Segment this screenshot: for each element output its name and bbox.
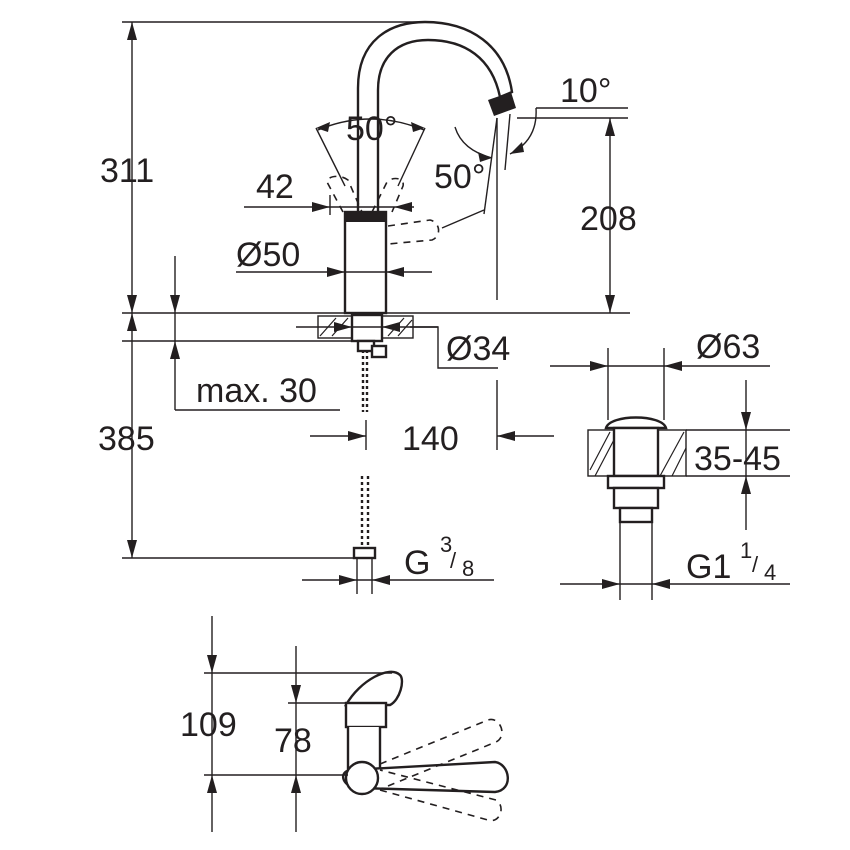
waste-nut-2 — [612, 486, 660, 510]
arrow — [316, 122, 330, 132]
lever-side — [387, 219, 440, 245]
arrow — [602, 579, 620, 589]
label-42: 42 — [256, 168, 294, 206]
label-35-45: 35-45 — [694, 440, 781, 478]
waste-cap — [604, 416, 668, 430]
arrow — [127, 22, 137, 40]
faucet-body — [343, 210, 388, 315]
label-208: 208 — [580, 200, 637, 238]
popup-waste — [550, 348, 790, 600]
label-g114-base: G1 — [686, 548, 731, 586]
arrow — [741, 412, 751, 430]
outlet-angle-arc — [509, 107, 537, 155]
arrow — [590, 361, 608, 371]
arrow — [605, 295, 615, 313]
mounting-nut — [350, 313, 384, 343]
label-50-deg-left: 50° — [346, 110, 397, 148]
angle-line-left — [315, 127, 346, 187]
waste-tail — [618, 506, 654, 524]
arrow — [312, 202, 330, 212]
angle-line-right — [397, 127, 426, 187]
aerator — [488, 92, 516, 116]
mounting-nut-lower — [370, 344, 388, 359]
lever-base — [345, 212, 386, 222]
arrow — [652, 579, 670, 589]
lever-pivot — [344, 760, 380, 796]
spout — [356, 20, 514, 215]
waste-body — [612, 426, 660, 478]
arrow — [339, 575, 357, 585]
arrow — [348, 431, 366, 441]
angle-arc-right — [454, 126, 493, 159]
arrow — [497, 431, 515, 441]
arrow — [127, 540, 137, 558]
arrow — [741, 476, 751, 494]
dim-34-leader — [410, 326, 498, 369]
arrow — [510, 142, 524, 154]
label-dia34: Ø34 — [446, 330, 510, 368]
outlet-angled — [504, 113, 511, 171]
lever-left — [326, 175, 363, 213]
angle-line-side — [441, 209, 485, 229]
arrow — [127, 313, 137, 331]
lever-arm-up — [379, 718, 503, 787]
faucet-side-view — [122, 20, 630, 594]
arrow — [170, 295, 180, 313]
arrow — [207, 775, 217, 793]
arrow — [327, 267, 345, 277]
arrow — [386, 267, 404, 277]
label-g114-den: 4 — [764, 560, 776, 585]
arrow — [372, 575, 390, 585]
arrow — [291, 775, 301, 793]
arrow — [394, 202, 412, 212]
label-385: 385 — [98, 420, 155, 458]
label-10-deg: 10° — [560, 72, 611, 110]
label-311: 311 — [100, 152, 154, 190]
hose-fitting — [352, 546, 377, 560]
label-78: 78 — [274, 722, 312, 760]
label-50-deg-right: 50° — [434, 158, 485, 196]
waste-nut — [606, 474, 666, 490]
label-dia63: Ø63 — [696, 328, 760, 366]
arrow — [478, 152, 492, 162]
label-g38-base: G — [404, 544, 430, 582]
lever-handle — [343, 670, 404, 707]
label-g38-num: 3 — [440, 532, 452, 557]
label-g114-slash: / — [752, 552, 759, 577]
arrow — [664, 361, 682, 371]
arrow — [207, 655, 217, 673]
lever-cartridge — [344, 701, 388, 729]
ref-line-angled — [483, 117, 498, 215]
arrow — [382, 322, 400, 332]
label-g38-slash: / — [450, 548, 457, 573]
lever-top-view — [204, 616, 509, 832]
lever-right — [371, 177, 404, 213]
arrow — [605, 118, 615, 136]
arrow — [127, 295, 137, 313]
label-140: 140 — [402, 420, 459, 458]
arrow — [291, 685, 301, 703]
arrow — [170, 341, 180, 359]
arrow — [334, 322, 352, 332]
label-g38-den: 8 — [462, 556, 474, 581]
label-g114-num: 1 — [740, 538, 752, 563]
arrow — [411, 122, 425, 132]
label-109: 109 — [180, 706, 237, 744]
label-dia50: Ø50 — [236, 236, 300, 274]
label-max30: max. 30 — [196, 372, 317, 410]
